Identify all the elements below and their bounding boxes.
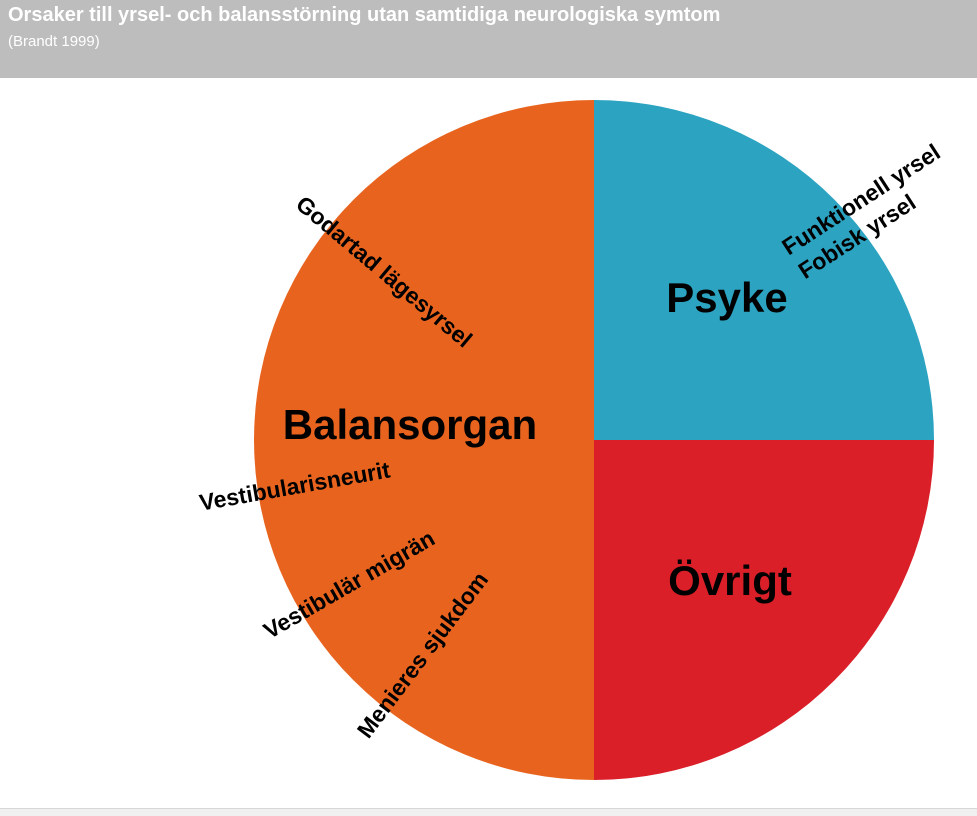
footer-divider [0, 808, 977, 816]
pie-slice-psyke [594, 100, 934, 440]
chart-title: Orsaker till yrsel- och balansstörning u… [8, 4, 721, 26]
slice-label: Balansorgan [283, 401, 537, 448]
chart-subtitle: (Brandt 1999) [8, 33, 100, 50]
slice-label: Psyke [666, 274, 787, 321]
chart-header: Orsaker till yrsel- och balansstörning u… [0, 0, 977, 78]
pie-slice-övrigt [594, 440, 934, 780]
pie-slice-balansorgan [254, 100, 594, 780]
slice-label: Övrigt [668, 557, 792, 604]
